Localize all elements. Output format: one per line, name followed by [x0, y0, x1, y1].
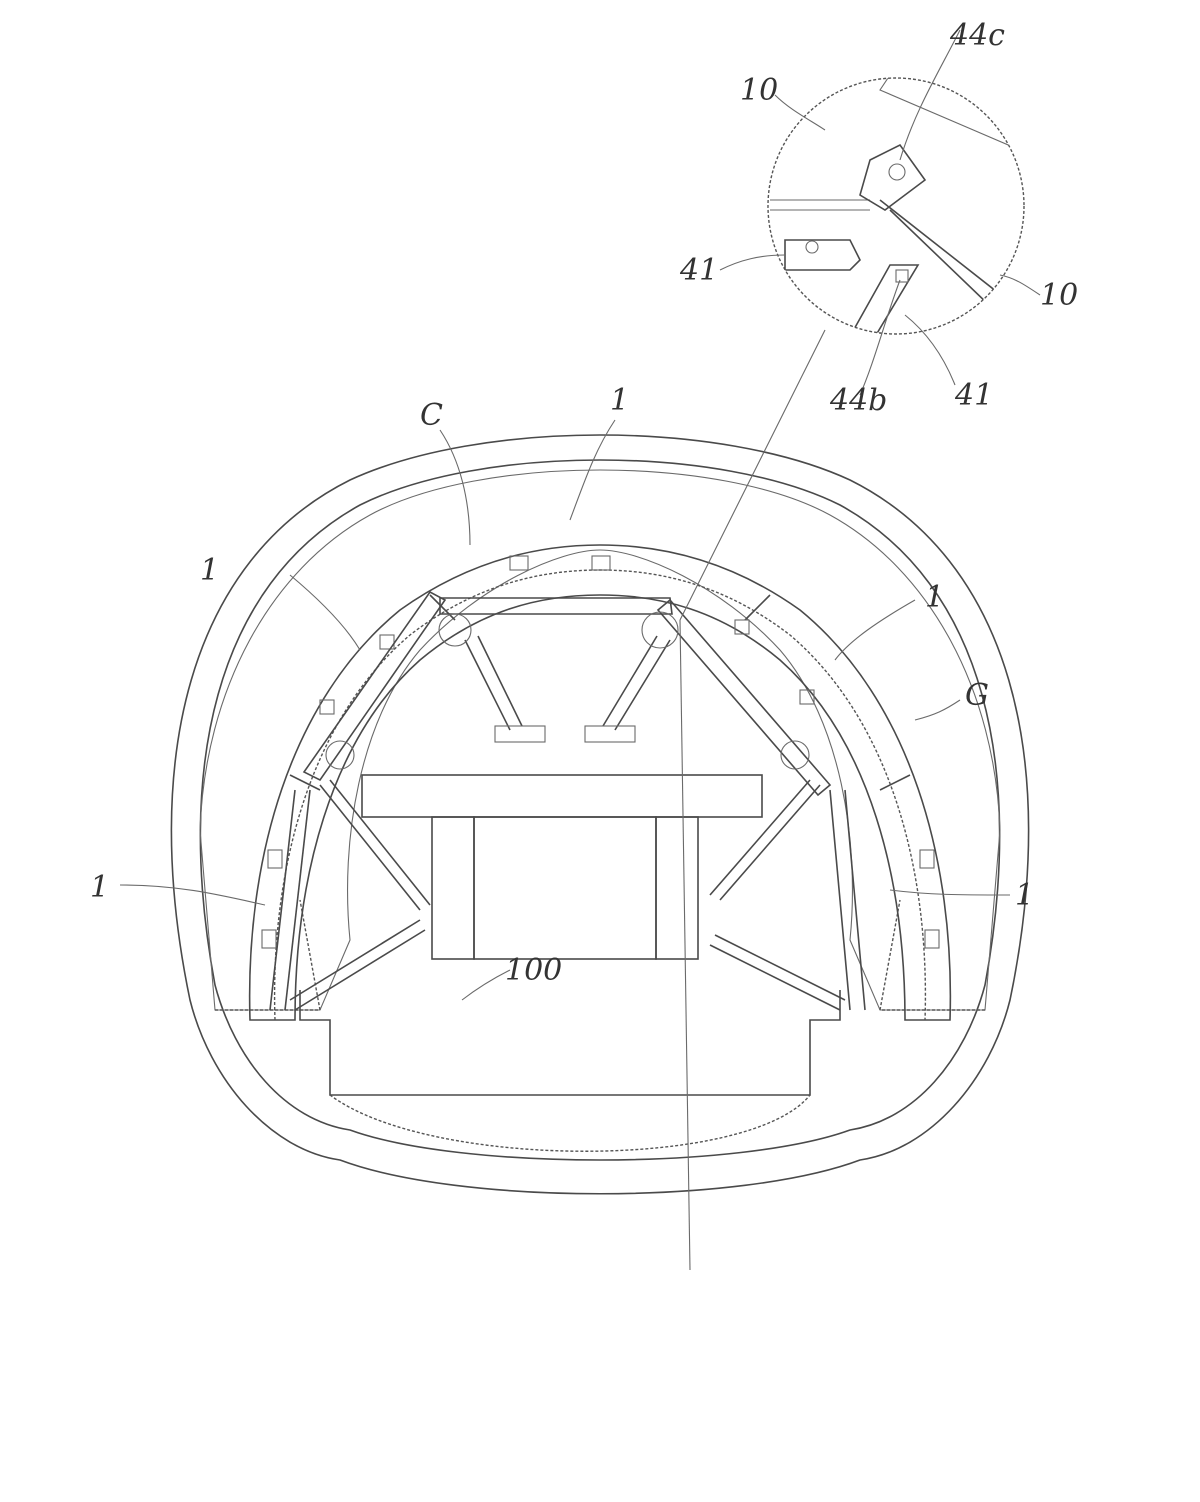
detail-leader-line-lower	[679, 619, 691, 1271]
label-41-left: 41	[679, 253, 718, 288]
label-1-lower-left: 1	[90, 870, 109, 905]
label-1-upper-left: 1	[200, 553, 219, 588]
label-10-right: 10	[1040, 278, 1078, 313]
label-100: 100	[505, 953, 562, 988]
label-44c: 44c	[949, 18, 1005, 53]
label-41-right: 41	[954, 378, 993, 413]
label-44b: 44b	[829, 383, 887, 418]
reference-labels: 10 44c 41 10 44b 41 C 1 1 1 G 1 1 100	[90, 18, 1078, 988]
formwork-brackets	[261, 555, 940, 949]
gantry-frame	[299, 774, 841, 1152]
label-leaders	[119, 29, 1041, 1001]
label-g: G	[965, 678, 989, 713]
formwork-arch	[248, 544, 952, 1021]
outer-lining	[170, 434, 1030, 1195]
detail-leader-line	[679, 329, 826, 621]
label-1-top: 1	[610, 383, 629, 418]
label-c: C	[420, 398, 443, 433]
label-1-upper-right: 1	[925, 580, 944, 615]
label-1-lower-right: 1	[1015, 878, 1034, 913]
concrete-ring	[199, 469, 1001, 1011]
strut-assembly	[269, 590, 866, 1011]
label-10-top: 10	[740, 73, 778, 108]
detail-view	[767, 77, 1025, 335]
